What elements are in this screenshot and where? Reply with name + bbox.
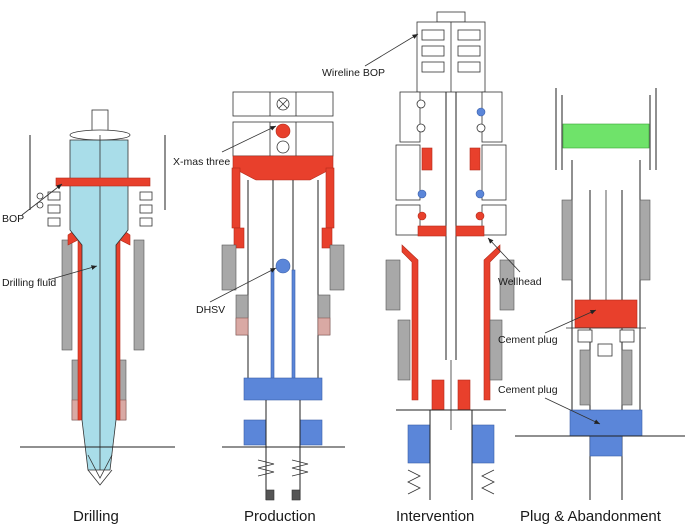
drilling-fluid-label: Drilling fluid (2, 277, 56, 289)
intervention-panel: Wireline BOP Wellhead Intervention (322, 11, 542, 525)
intervention-caption: Intervention (396, 508, 474, 525)
drilling-caption: Drilling (73, 508, 119, 525)
production-panel: X-mas three DHSV Production (173, 91, 345, 525)
wellhead-label: Wellhead (498, 276, 542, 288)
bop-label: BOP (2, 213, 24, 225)
dhsv-label: DHSV (196, 304, 225, 316)
xmas-tree-label: X-mas three (173, 156, 230, 168)
production-caption: Production (244, 508, 316, 525)
wireline-bop-label: Wireline BOP (322, 67, 385, 79)
plug-abandonment-caption: Plug & Abandonment (520, 508, 662, 525)
drilling-panel: BOP Drilling fluid Drilling (2, 109, 175, 525)
cement-plug-lower-label: Cement plug (498, 384, 558, 396)
cement-plug-upper-label: Cement plug (498, 334, 558, 346)
plug-abandonment-panel: Cement plug Cement plug Plug & Abandonme… (498, 88, 685, 525)
